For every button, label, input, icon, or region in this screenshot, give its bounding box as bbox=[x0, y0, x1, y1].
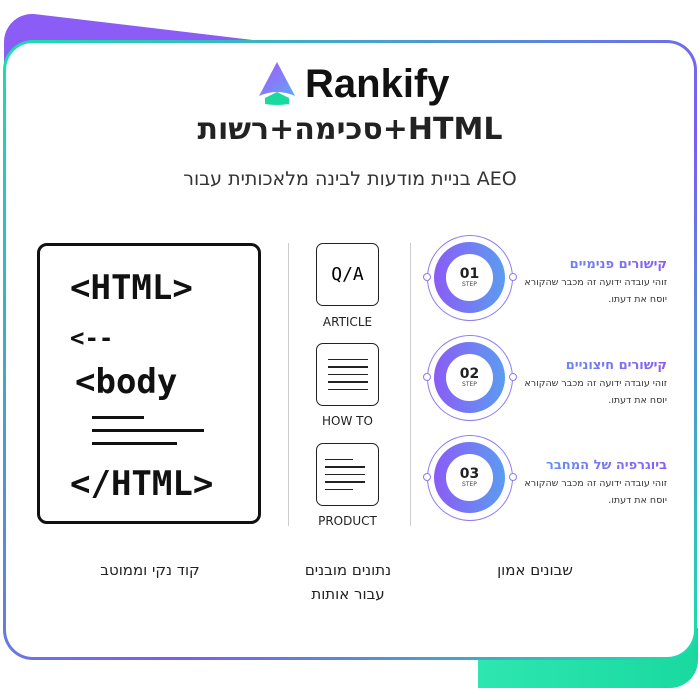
step-number: 03 bbox=[459, 466, 480, 482]
page-subtitle: בניית מודעות לבינה מלאכותית עבור AEO bbox=[183, 168, 517, 190]
step-label: STEP bbox=[462, 381, 477, 388]
step-desc: זוהי עובדה ידועה זה מכבר שהקורא יוסח את … bbox=[524, 378, 667, 406]
code-line: <-- bbox=[70, 324, 114, 352]
step-heading: קישורים חיצוניים bbox=[517, 358, 667, 373]
brand-name: Rankify bbox=[305, 61, 450, 106]
step-label: STEP bbox=[462, 481, 477, 488]
step-desc: זוהי עובדה ידועה זה מכבר שהקורא יוסח את … bbox=[524, 478, 667, 506]
divider bbox=[288, 243, 289, 526]
footer-line: עבור אותות bbox=[311, 585, 385, 603]
code-bar bbox=[92, 442, 177, 445]
footer-trust: שבונים אמון bbox=[497, 561, 573, 579]
footer-structured-data: נתונים מובנים עבור אותות bbox=[268, 558, 428, 606]
qa-text: Q/A bbox=[331, 264, 364, 285]
footer-line: נתונים מובנים bbox=[304, 561, 392, 579]
schema-label: HOW TO bbox=[322, 414, 373, 428]
step-number: 02 bbox=[459, 366, 480, 382]
html-code-illustration: <HTML> <-- <body </HTML> bbox=[37, 243, 261, 524]
step-text: קישורים פנימיים זוהי עובדה ידועה זה מכבר … bbox=[517, 257, 667, 308]
document-lines-icon bbox=[316, 343, 379, 406]
page-title: סכימה+רשות+HTML bbox=[197, 112, 503, 147]
rankify-logo-icon bbox=[259, 62, 295, 105]
step-number: 01 bbox=[459, 266, 480, 282]
step-heading: קישורים פנימיים bbox=[517, 257, 667, 272]
card bbox=[3, 40, 697, 660]
logo: Rankify bbox=[255, 60, 450, 108]
code-line: </HTML> bbox=[70, 464, 214, 504]
schema-label: PRODUCT bbox=[318, 514, 377, 528]
qa-doc-icon: Q/A bbox=[316, 243, 379, 306]
step-text: ביוגרפיה של המחבר זוהי עובדה ידועה זה מכב… bbox=[517, 458, 667, 509]
step-text: קישורים חיצוניים זוהי עובדה ידועה זה מכבר… bbox=[517, 358, 667, 409]
code-line: <body bbox=[75, 362, 178, 402]
code-line: <HTML> bbox=[70, 268, 193, 308]
step-desc: זוהי עובדה ידועה זה מכבר שהקורא יוסח את … bbox=[524, 277, 667, 305]
footer-clean-code: קוד נקי וממוטב bbox=[100, 561, 200, 579]
divider bbox=[410, 243, 411, 526]
step-heading: ביוגרפיה של המחבר bbox=[517, 458, 667, 473]
schema-label: ARTICLE bbox=[322, 315, 373, 329]
step-label: STEP bbox=[462, 281, 477, 288]
document-lines-icon bbox=[316, 443, 379, 506]
code-bar bbox=[92, 416, 144, 419]
code-bar bbox=[92, 429, 204, 432]
